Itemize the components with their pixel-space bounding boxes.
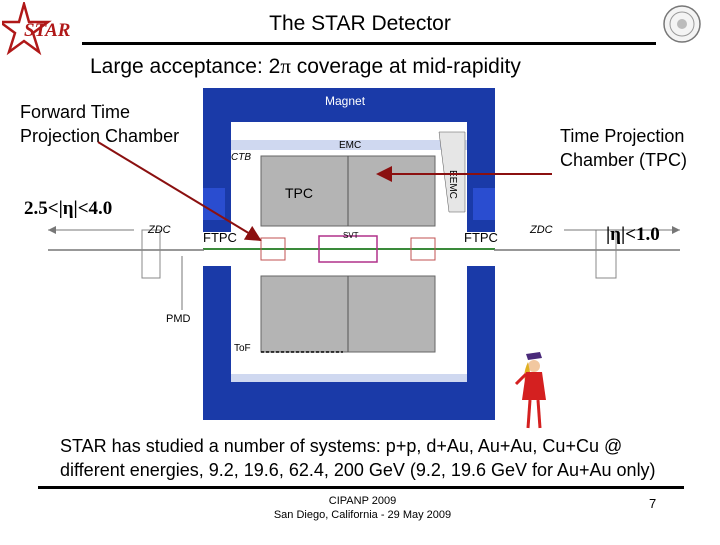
title-rule <box>82 42 656 45</box>
tof-label: ToF <box>234 343 251 354</box>
ftpc-annotation-line2: Projection Chamber <box>20 126 180 146</box>
ftpc-annotation-line1: Forward Time <box>20 102 131 122</box>
logo-text: STAR <box>24 20 71 41</box>
subtitle-pi: π <box>280 54 291 78</box>
tpc-label: TPC <box>285 185 313 201</box>
body-line-1: STAR has studied a number of systems: p+… <box>60 436 623 456</box>
ctb-label: CTB <box>231 152 251 163</box>
subtitle: Large acceptance: 2π coverage at mid-rap… <box>90 54 521 79</box>
page-number: 7 <box>649 496 657 511</box>
footer-line-2: San Diego, California - 29 May 2009 <box>273 509 452 521</box>
slide-title: The STAR Detector <box>269 12 451 35</box>
pmd-label: PMD <box>166 313 191 325</box>
footer-line-1: CIPANP 2009 <box>328 495 397 507</box>
star-logo: STAR <box>0 0 80 60</box>
eta-forward-label: 2.5<|η|<4.0 <box>24 198 113 219</box>
body-text: STAR has studied a number of systems: p+… <box>60 434 720 482</box>
eta-mid-label: |η|<1.0 <box>606 224 660 245</box>
tpc-annotation-line2: Chamber (TPC) <box>560 150 688 170</box>
beamline: ZDC ZDC <box>44 210 684 320</box>
magnet-label: Magnet <box>325 94 366 108</box>
ftpc-annotation: Forward Time Projection Chamber <box>20 100 179 148</box>
footer: CIPANP 2009 San Diego, California - 29 M… <box>230 494 495 522</box>
eemc-label: EEMC <box>447 170 458 199</box>
subtitle-prefix: Large acceptance: 2 <box>90 55 281 78</box>
subtitle-suffix: coverage at mid-rapidity <box>290 55 521 78</box>
body-line-2: different energies, 9.2, 19.6, 62.4, 200… <box>60 460 656 480</box>
zdc-right-label: ZDC <box>530 224 553 236</box>
emc-label: EMC <box>339 140 362 151</box>
ftpc-right-label: FTPC <box>464 230 498 245</box>
tpc-annotation-line1: Time Projection <box>560 126 685 146</box>
zdc-left-label: ZDC <box>148 224 171 236</box>
cartoon-figure <box>512 350 552 432</box>
university-seal <box>662 4 702 44</box>
footer-rule <box>38 486 684 489</box>
detector-schematic: Magnet EMC CTB EEMC TPC SVT FTPC FTPC To… <box>203 88 498 420</box>
svt-label: SVT <box>343 231 359 240</box>
tpc-annotation: Time Projection Chamber (TPC) <box>560 124 687 172</box>
